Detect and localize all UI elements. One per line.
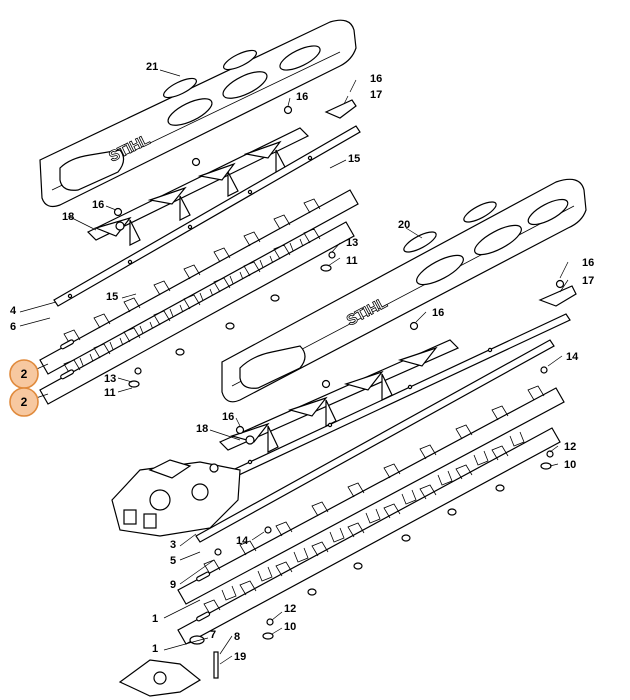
fasteners-bottom — [214, 279, 565, 640]
callout-20: 20 — [398, 219, 410, 231]
drive-plate — [118, 635, 219, 697]
callout-11: 11 — [104, 387, 116, 399]
callout-12: 12 — [284, 603, 296, 615]
callout-3: 3 — [170, 539, 176, 551]
callout-4: 4 — [10, 305, 17, 317]
callout-16: 16 — [432, 307, 444, 319]
callout-21: 21 — [146, 61, 158, 73]
callout-15: 15 — [348, 153, 360, 165]
highlight-label: 2 — [21, 395, 28, 409]
callout-10: 10 — [284, 621, 296, 633]
callout-17: 17 — [582, 275, 594, 287]
callout-5: 5 — [170, 555, 176, 567]
callout-16: 16 — [92, 199, 104, 211]
highlight-callout-2-lower[interactable]: 2 — [9, 387, 39, 417]
flat-bar-top — [53, 125, 361, 307]
callout-1: 1 — [152, 643, 158, 655]
callout-17: 17 — [370, 89, 382, 101]
highlight-callout-2-upper[interactable]: 2 — [9, 359, 39, 389]
callout-8: 8 — [234, 631, 240, 643]
callout-11: 11 — [346, 255, 358, 267]
callout-16: 16 — [582, 257, 594, 269]
callout-19: 19 — [234, 651, 246, 663]
callout-18: 18 — [62, 211, 74, 223]
cutter-blade-lower-bottom — [177, 427, 561, 645]
callout-14: 14 — [236, 535, 249, 547]
callout-16: 16 — [222, 411, 234, 423]
highlight-label: 2 — [21, 367, 28, 381]
blade-cover-20: STIHL — [221, 178, 587, 403]
clip-17-top — [324, 99, 357, 119]
gear-housing — [111, 459, 241, 537]
callout-13: 13 — [346, 237, 358, 249]
callout-16: 16 — [296, 91, 308, 103]
callout-labels: 21 16 16 17 15 18 16 13 11 4 6 15 13 11 … — [10, 61, 594, 663]
callout-7: 7 — [210, 629, 216, 641]
callout-16: 16 — [370, 73, 382, 85]
callout-1: 1 — [152, 613, 158, 625]
callout-10: 10 — [564, 459, 576, 471]
fasteners-top — [113, 105, 336, 388]
callout-13: 13 — [104, 373, 116, 385]
blade-cover-21: STIHL — [39, 19, 357, 208]
clip-17-bottom — [538, 285, 577, 307]
callout-14: 14 — [566, 351, 579, 363]
blade-guard-rail-bottom — [218, 339, 460, 453]
callout-18: 18 — [196, 423, 208, 435]
callout-15: 15 — [106, 291, 118, 303]
cutter-blade-lower-top — [39, 221, 355, 405]
leader-lines — [19, 69, 569, 665]
callout-9: 9 — [170, 579, 176, 591]
cutter-blade-upper-bottom — [177, 385, 565, 605]
callout-6: 6 — [10, 321, 16, 333]
callout-12: 12 — [564, 441, 576, 453]
